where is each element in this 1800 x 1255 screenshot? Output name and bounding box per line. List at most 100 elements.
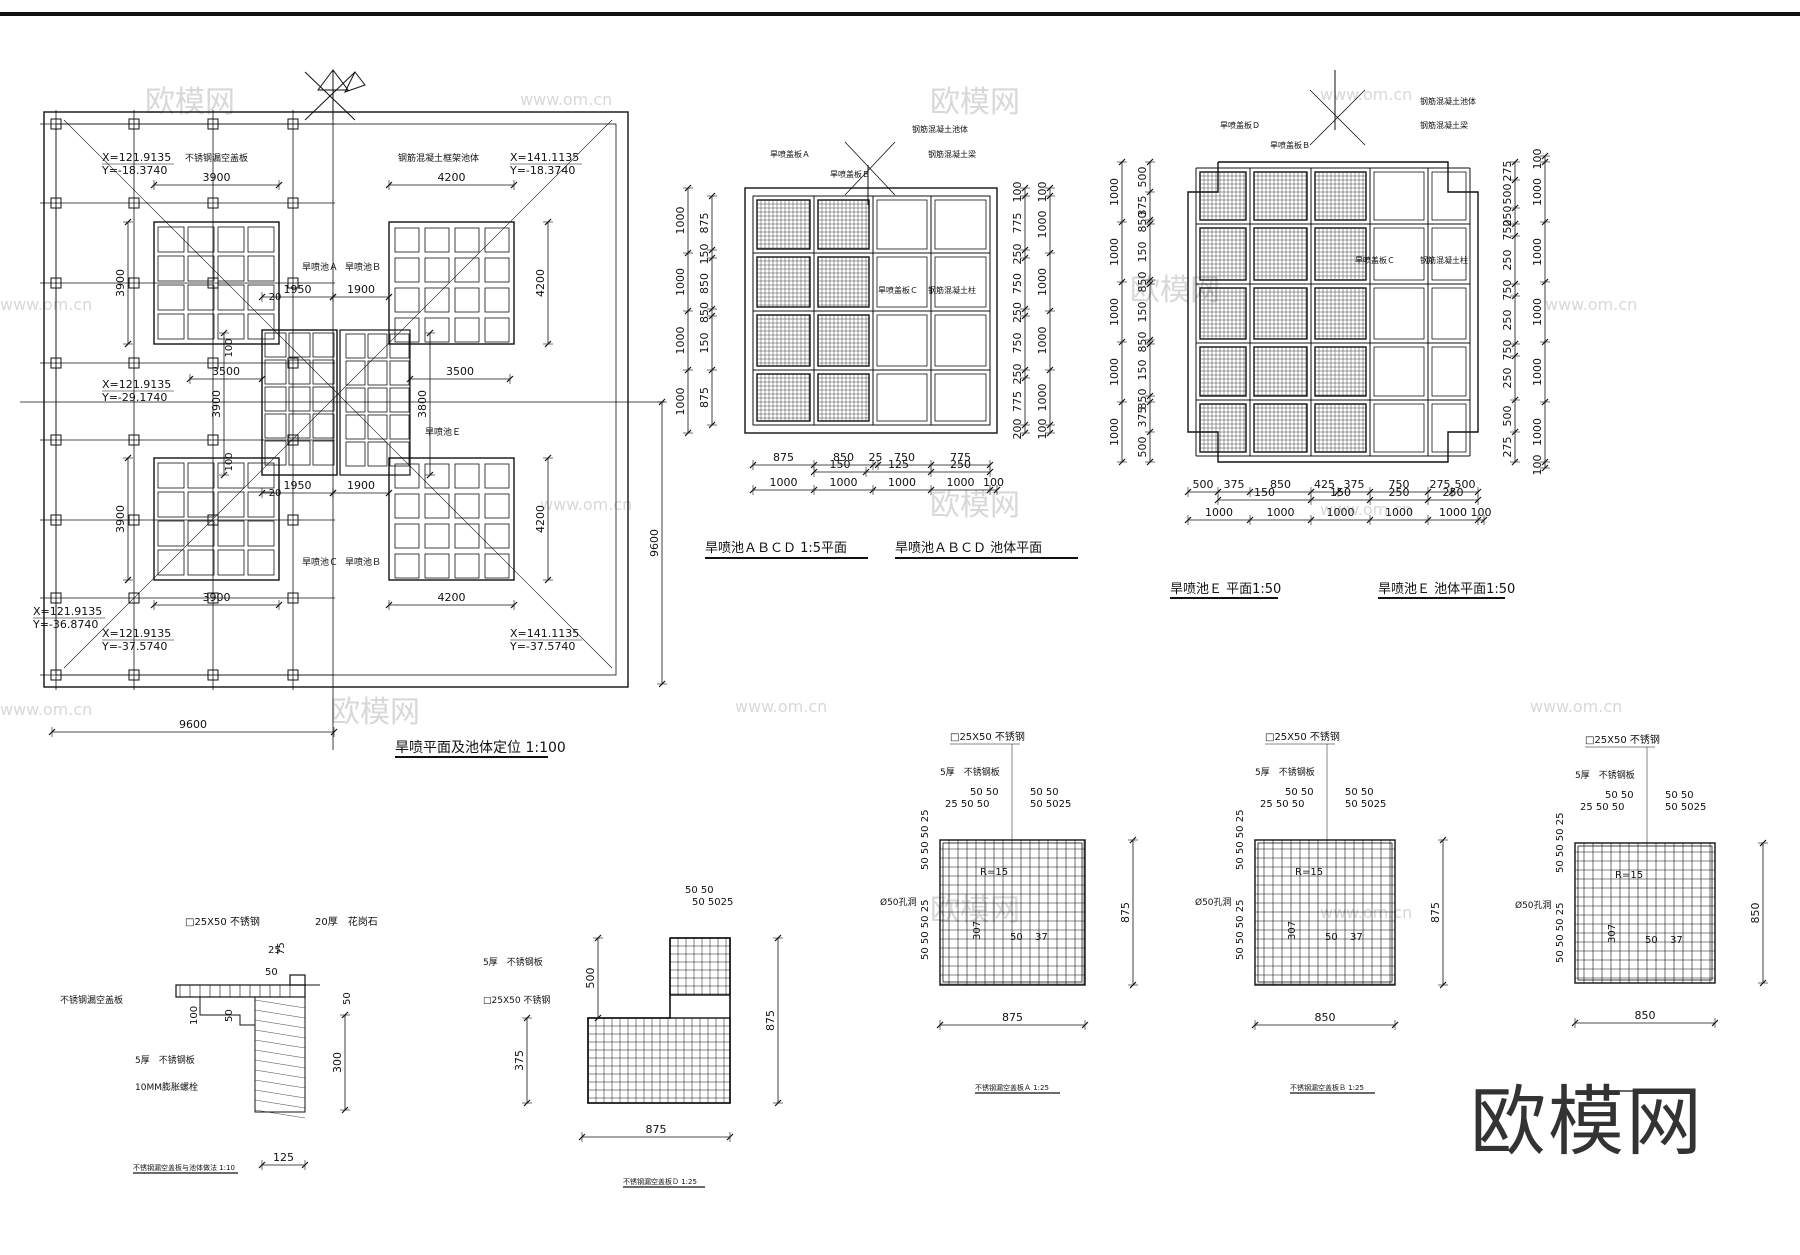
coord-x: X=121.9135 xyxy=(102,627,171,640)
dim-label: 20 xyxy=(269,488,282,499)
dim-label: 1000 xyxy=(674,327,687,355)
coord-y: Y=-18.3740 xyxy=(101,164,167,177)
dim-label: 50 xyxy=(1010,932,1023,943)
dim-label: 50 50 50 25 xyxy=(1555,813,1566,873)
dim-label: 1000 xyxy=(830,476,858,489)
dim-label: 100 xyxy=(1531,455,1544,476)
dim-label: 75 xyxy=(276,942,287,955)
dim-label: 50 5025 xyxy=(1345,799,1386,810)
dim-label: 1000 xyxy=(1036,268,1049,296)
dim-label: 150 xyxy=(1136,360,1149,381)
watermark: 欧模网 xyxy=(930,488,1020,523)
column-label: 钢筋混凝土柱 xyxy=(1420,255,1468,265)
pool-a-label: 旱喷池Ａ xyxy=(302,261,338,273)
steel-tube-label: □25X50 不锈钢 xyxy=(1585,733,1660,746)
dim-label: 275 xyxy=(1501,437,1514,458)
cover-d-label: 旱喷盖板Ｄ xyxy=(1220,120,1260,130)
dim-label: 750 xyxy=(1389,478,1410,491)
dim-label: 100 xyxy=(224,452,235,471)
dim-label: 100 xyxy=(1471,506,1492,519)
dim-label: 750 xyxy=(1011,333,1024,354)
dim-label: 307 xyxy=(1607,924,1618,943)
dim-label: 50 50 xyxy=(1345,787,1374,798)
dim-label: 275 xyxy=(1501,161,1514,182)
watermark-url: www.om.cn xyxy=(735,697,827,716)
dim-label: 50 50 xyxy=(1030,787,1059,798)
dim-label: 775 xyxy=(950,451,971,464)
site-plan-title: 旱喷平面及池体定位 1:100 xyxy=(395,740,566,756)
dim-label: 1000 xyxy=(1327,506,1355,519)
dim-label: 3800 xyxy=(416,390,429,418)
dim-label: 150 xyxy=(1136,242,1149,263)
dim-label: 850 xyxy=(698,302,711,323)
dim-label: 850 xyxy=(698,273,711,294)
dim-label: 250 xyxy=(1501,250,1514,271)
e-plan-title: 旱喷池Ｅ 平面1:50 xyxy=(1170,582,1281,597)
dim-label: 850 xyxy=(1749,903,1762,924)
column-label: 钢筋混凝土柱 xyxy=(928,285,976,295)
dim-label: 50 50 xyxy=(970,787,999,798)
dim-label: 775 xyxy=(1011,213,1024,234)
dim-label: 50 xyxy=(1645,935,1658,946)
radius-label: R=15 xyxy=(980,867,1008,878)
dim-label: 100 xyxy=(983,476,1004,489)
dim-label: 1000 xyxy=(1531,418,1544,446)
dim-label: 50 5025 xyxy=(692,897,733,908)
coord-y: Y=-37.5740 xyxy=(101,640,167,653)
dim-label: 1000 xyxy=(1531,178,1544,206)
top-border xyxy=(0,12,1800,16)
coord-y: Y=-37.5740 xyxy=(509,640,575,653)
pool-b-label: 旱喷池Ｂ xyxy=(345,261,381,273)
pool-e-label: 旱喷池Ｅ xyxy=(425,426,461,438)
dim-label: 1000 xyxy=(1108,298,1121,326)
dim-label: 3500 xyxy=(212,365,240,378)
dim-label: 1000 xyxy=(1205,506,1233,519)
dim-label: 850 xyxy=(1136,212,1149,233)
dim-label: 750 xyxy=(1501,280,1514,301)
dim-label: 150 xyxy=(1254,486,1275,499)
dim-label: 150 xyxy=(830,458,851,471)
coord-y: Y=-18.3740 xyxy=(509,164,575,177)
dim-label: 375 xyxy=(513,1050,526,1071)
dim-label: 1000 xyxy=(1108,238,1121,266)
dim-label: 50 xyxy=(1325,932,1338,943)
dim-label: 1000 xyxy=(1108,178,1121,206)
cover-title: 不锈钢漏空盖板Ａ 1:25 xyxy=(975,1083,1049,1092)
steel-tube-label: □25X50 不锈钢 xyxy=(185,915,260,928)
beam-label: 钢筋混凝土梁 xyxy=(1420,120,1468,130)
watermark-url: www.om.cn xyxy=(0,295,92,314)
dim-label: 375 xyxy=(1136,407,1149,428)
dim-label: 3900 xyxy=(203,591,231,604)
dim-label: 50 5025 xyxy=(1030,799,1071,810)
dim-label: 250 xyxy=(950,458,971,471)
dim-label: 875 xyxy=(764,1010,777,1031)
dim-label: 50 xyxy=(224,1009,235,1022)
coord-y: Y=-29.1740 xyxy=(101,391,167,404)
dim-label: 4200 xyxy=(438,171,466,184)
coord-y: Y=-36.8740 xyxy=(32,618,98,631)
e-plan: 旱喷盖板Ｄ旱喷盖板Ｂ旱喷盖板Ｃ钢筋混凝土池体钢筋混凝土梁钢筋混凝土柱100010… xyxy=(1108,70,1550,599)
dim-label: 3900 xyxy=(114,269,127,297)
steel-tube-label: □25X50 不锈钢 xyxy=(483,994,550,1006)
cover-c-label: 旱喷盖板Ｃ xyxy=(1355,255,1395,265)
dim-label: 250 xyxy=(1501,368,1514,389)
dim-label: 4200 xyxy=(534,505,547,533)
watermark-url: www.om.cn xyxy=(1320,903,1412,922)
dim-label: 1900 xyxy=(347,283,375,296)
dim-label: 300 xyxy=(331,1052,344,1073)
dim-label: 50 50 xyxy=(1665,790,1694,801)
dim-label: 850 xyxy=(1635,1009,1656,1022)
dim-label: 125 xyxy=(888,458,909,471)
hole-label: Ø50孔洞 xyxy=(1195,897,1232,908)
pool-label: 钢筋混凝土池体 xyxy=(912,124,968,134)
watermark-url: www.om.cn xyxy=(1320,500,1412,519)
dim-label: 50 50 xyxy=(685,885,714,896)
dim-label: 250 xyxy=(1501,206,1514,227)
watermark-url: www.om.cn xyxy=(1320,85,1412,104)
dim-label: 1950 xyxy=(284,479,312,492)
dim-label: 9600 xyxy=(179,718,207,731)
